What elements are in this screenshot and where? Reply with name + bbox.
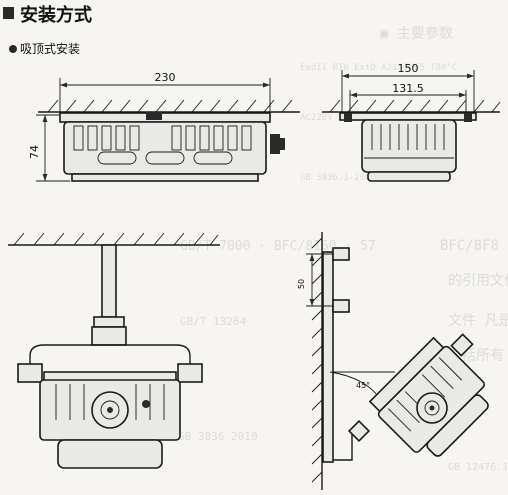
svg-text:GB/T 13264: GB/T 13264 [180,315,247,328]
mount-angle-label: 45° [356,381,370,390]
pendant-mount-view [8,232,220,469]
side-outer-dimension: 150 [398,62,419,75]
svg-text:▣ 主要参数: ▣ 主要参数 [380,25,453,42]
svg-text:ExdII BT6 ExtD A21 IP65 T80°C: ExdII BT6 ExtD A21 IP65 T80°C [300,63,457,73]
sub-heading: 吸顶式安装 [20,41,80,56]
svg-text:GB 12476.1-2011: GB 12476.1-2011 [448,462,508,473]
svg-text:BFC/8F8: BFC/8F8 [440,238,499,254]
front-width-dimension: 230 [155,71,176,84]
svg-text:GB 3836 2010: GB 3836 2010 [178,430,257,443]
side-inner-dimension: 131.5 [392,82,424,95]
wall-mount-view: 50 45° [297,232,489,490]
section-heading: 安装方式 [20,4,92,26]
svg-text:GB/T 7000 · BFC/8160 · 57: GB/T 7000 · BFC/8160 · 57 [180,239,376,254]
heading-square-icon [3,7,14,19]
svg-text:GB 3836.1-2000 GB 12476: GB 3836.1-2000 GB 12476 [300,173,425,183]
bullet-icon [9,45,17,53]
front-view: 230 74 [28,71,300,182]
svg-text:的引用文件: 的引用文件 [448,273,508,289]
side-view: 150 131.5 [322,62,501,182]
wall-offset-dimension: 50 [297,279,306,289]
svg-text:文件 凡是: 文件 凡是 [448,313,508,329]
front-height-dimension: 74 [28,145,41,159]
